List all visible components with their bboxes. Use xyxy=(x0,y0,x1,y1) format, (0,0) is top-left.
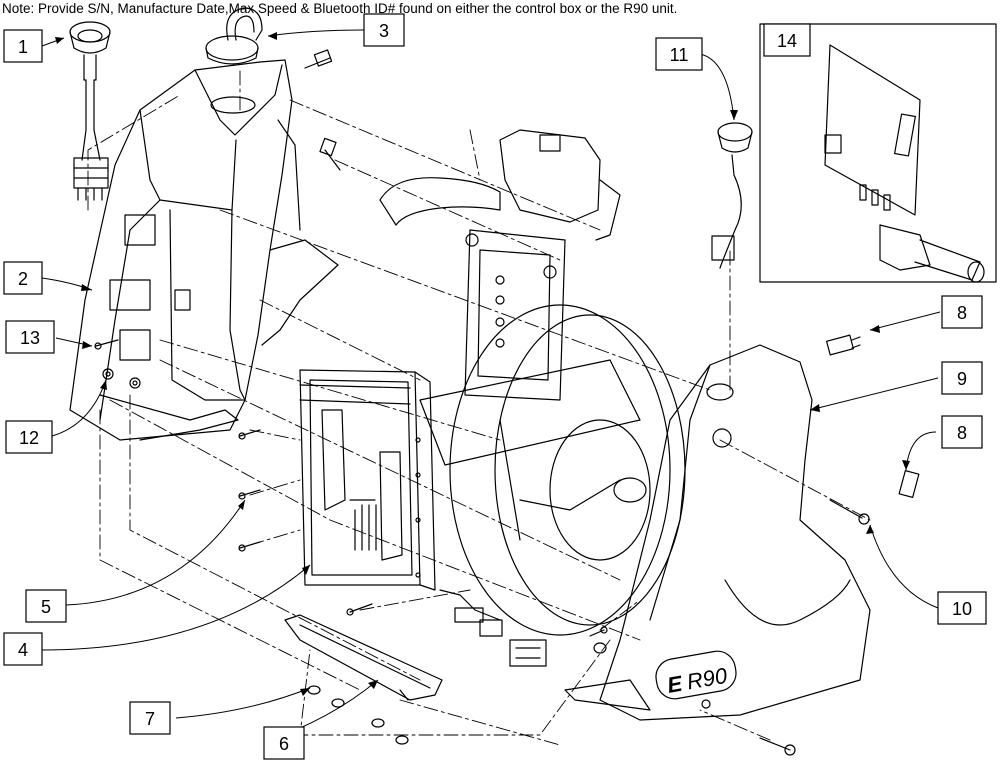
part-1-switch-harness xyxy=(69,21,111,201)
callout-13: 13 xyxy=(5,320,55,354)
callout-label: 9 xyxy=(957,369,967,389)
callout-label: 11 xyxy=(670,45,689,65)
assembly-guide-lines xyxy=(87,69,871,746)
callout-3: 3 xyxy=(363,13,405,47)
callout-7: 7 xyxy=(129,701,171,735)
r90-logo: E R90 xyxy=(665,663,730,698)
part-10-long-screw xyxy=(829,499,870,525)
screws-top xyxy=(304,49,341,171)
part-3-grommet-cap xyxy=(205,7,263,65)
callout-label: 10 xyxy=(952,599,972,619)
callout-label: 8 xyxy=(957,423,967,443)
callout-label: 4 xyxy=(18,640,28,660)
part-14-circuit-board xyxy=(824,44,985,283)
callout-label: 5 xyxy=(41,597,51,617)
logo-mark: E xyxy=(665,671,685,698)
callout-6: 6 xyxy=(263,726,305,760)
callout-label: 13 xyxy=(20,328,40,348)
central-drive-assembly xyxy=(379,129,686,636)
callout-1: 1 xyxy=(3,29,43,63)
callout-12: 12 xyxy=(5,420,53,454)
part-8-bolt-right xyxy=(898,469,920,499)
callout-11: 11 xyxy=(655,37,703,71)
callout-arrowheads xyxy=(55,32,910,696)
part-11-button-harness xyxy=(711,122,753,269)
callout-9: 9 xyxy=(941,361,983,395)
callout-4: 4 xyxy=(3,632,43,666)
callout-5: 5 xyxy=(25,589,67,623)
part-8-bolt-upper xyxy=(825,334,861,356)
callout-8-right: 8 xyxy=(941,415,983,449)
callout-label: 1 xyxy=(18,37,28,57)
part-2-left-cover xyxy=(69,59,339,441)
callout-label: 7 xyxy=(145,709,155,729)
part-12-nuts xyxy=(102,368,141,389)
callout-8-upper: 8 xyxy=(941,295,983,329)
part-13-screw xyxy=(94,339,119,350)
callout-label: 3 xyxy=(379,21,389,41)
callout-14: 14 xyxy=(763,23,811,57)
callout-label: 14 xyxy=(777,31,797,51)
part-6-bracket xyxy=(284,614,443,701)
part-14-inset-frame xyxy=(759,23,997,283)
logo-text: R90 xyxy=(685,663,730,695)
callout-10: 10 xyxy=(937,591,987,625)
callout-label: 8 xyxy=(957,303,967,323)
callout-leaders xyxy=(41,29,941,743)
callout-label: 6 xyxy=(279,734,289,754)
callout-2: 2 xyxy=(3,261,43,295)
part-4-control-box xyxy=(299,369,547,667)
part-9-right-cover xyxy=(564,344,871,721)
callout-label: 12 xyxy=(19,428,39,448)
logo-badge-outline xyxy=(655,650,737,700)
callout-label: 2 xyxy=(18,269,28,289)
part-7-screws xyxy=(307,685,409,745)
bottom-screws xyxy=(346,603,796,756)
parts-note: Note: Provide S/N, Manufacture Date,Max … xyxy=(2,1,678,16)
small-screws-left xyxy=(238,429,261,552)
